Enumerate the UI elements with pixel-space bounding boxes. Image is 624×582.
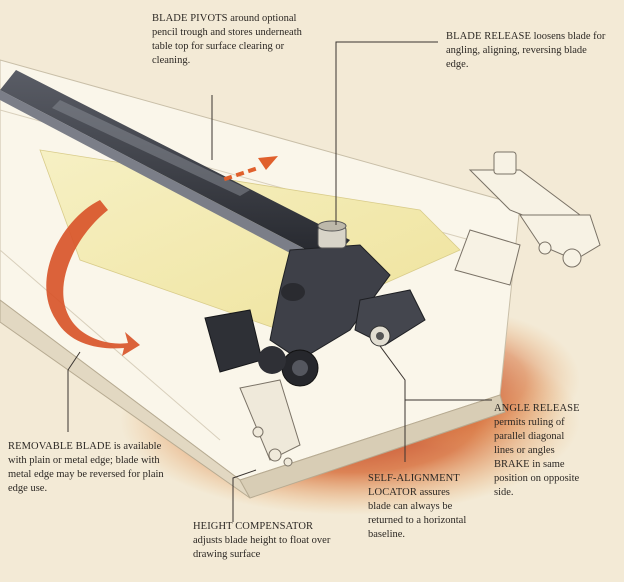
callout-text: assures blade can always be returned to … [368,487,467,540]
callout-text: permits ruling of parallel diagonal line… [494,417,580,498]
pivot-head [204,220,391,387]
callout-text: adjusts blade height to float over drawi… [193,535,331,560]
callout-removable-blade: REMOVABLE BLADE is available with plain … [8,440,178,496]
callout-angle-release: ANGLE RELEASE permits ruling of parallel… [494,402,586,500]
rotation-arrow [46,200,140,356]
callout-term: HEIGHT COMPENSATOR [193,521,314,532]
callout-blade-release: BLADE RELEASE loosens blade for angling,… [446,30,606,72]
callout-text: around optional pencil trough and stores… [152,13,302,66]
height-compensator [239,379,301,467]
callout-text: is available with plain or metal edge; b… [8,441,164,494]
blade-direction-arrow [223,156,278,182]
callout-term: SELF-ALIGNMENT LOCATOR [368,473,460,498]
callout-text: loosens blade for angling, aligning, rev… [446,31,606,70]
callout-term: ANGLE RELEASE [494,403,580,414]
callout-self-alignment-locator: SELF-ALIGNMENT LOCATOR assures blade can… [368,472,468,542]
straightedge-blade [0,70,350,272]
angle-release-bracket [454,151,601,286]
callout-height-compensator: HEIGHT COMPENSATOR adjusts blade height … [193,520,333,562]
callout-term: BLADE RELEASE [446,31,532,42]
callout-term: BLADE PIVOTS [152,13,228,24]
callout-term: REMOVABLE BLADE [8,441,112,452]
leader-lines [67,41,492,522]
callout-blade-pivots: BLADE PIVOTS around optional pencil trou… [152,12,322,68]
alignment-locator [354,289,426,347]
